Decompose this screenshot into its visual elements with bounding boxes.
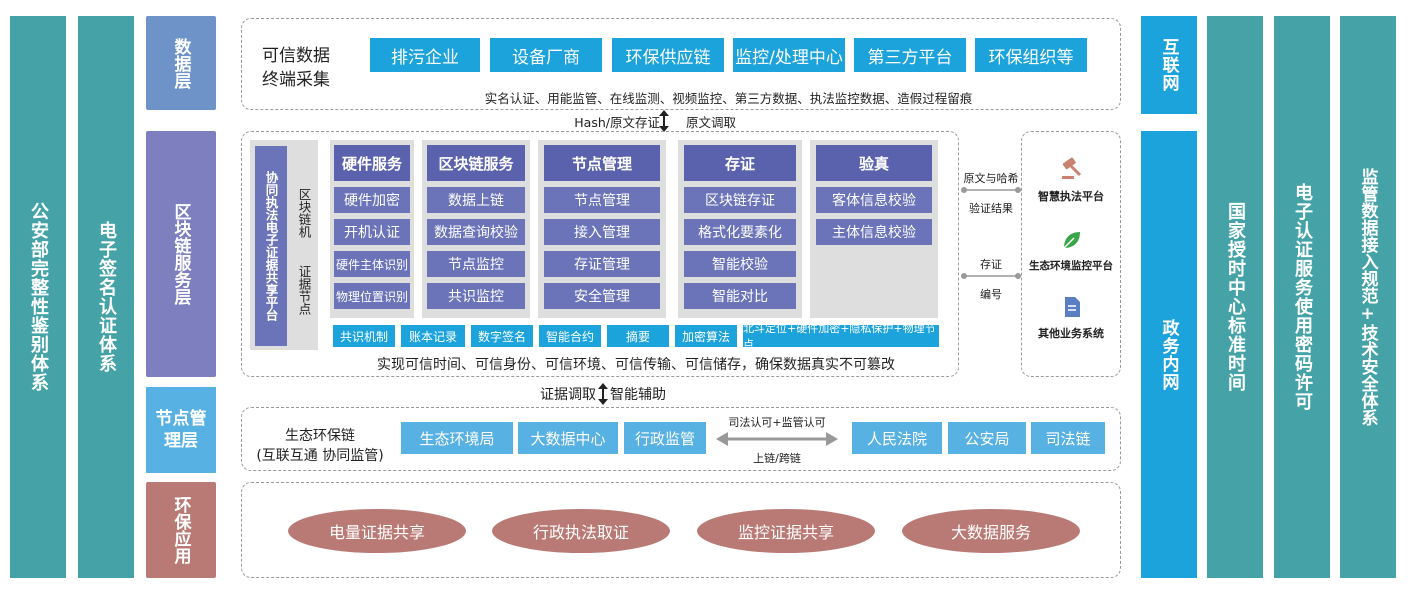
node-mgmt-item: 安全管理	[544, 283, 660, 309]
group-node-mgmt-head: 节点管理	[544, 145, 660, 181]
tech-tag: 账本记录	[401, 325, 465, 347]
link-line	[961, 273, 1021, 279]
group-verify-head: 验真	[816, 145, 932, 181]
node-layer-title: 生态环保链	[285, 428, 355, 444]
blockchain-item: 数据上链	[427, 187, 525, 213]
source-polluting-enterprise: 排污企业	[370, 38, 480, 72]
tech-tag: 加密算法	[675, 325, 737, 347]
hardware-item: 硬件加密	[334, 187, 410, 213]
node-police: 公安局	[948, 422, 1026, 454]
evidence-node-label: 证据节点	[296, 265, 312, 315]
right-column-crypto: 电子认证服务使用密码许可	[1274, 16, 1330, 578]
bidirectional-arrow-icon	[716, 432, 838, 446]
blockchain-item: 共识监控	[427, 283, 525, 309]
node-mgmt-item: 节点管理	[544, 187, 660, 213]
node-admin-supervision: 行政监管	[624, 422, 706, 454]
right-column-time: 国家授时中心标准时间	[1207, 16, 1263, 578]
node-layer-subtitle: (互联互通 协同监管)	[256, 448, 384, 464]
node-env-bureau: 生态环境局	[401, 422, 513, 454]
hardware-item: 硬件主体识别	[334, 251, 410, 277]
app-layer-panel	[241, 482, 1121, 578]
app-bigdata-service: 大数据服务	[902, 509, 1080, 553]
blockchain-footer: 实现可信时间、可信身份、可信环境、可信传输、可信储存，确保数据真实不可篡改	[377, 357, 895, 373]
double-arrow-icon	[659, 110, 669, 132]
arrow-top-left-label: Hash/原文存证	[574, 115, 660, 130]
layer-label-data: 数据层	[146, 16, 216, 110]
node-court: 人民法院	[852, 422, 942, 454]
evidence-sharing-platform: 协同执法电子证据共享平台	[255, 146, 287, 346]
platform-label: 生态环境监控平台	[1029, 260, 1113, 272]
deposit-item: 格式化要素化	[684, 219, 796, 245]
node-judicial-chain: 司法链	[1031, 422, 1105, 454]
app-power-evidence: 电量证据共享	[288, 509, 466, 553]
source-third-party: 第三方平台	[854, 38, 966, 72]
arrow-mid-left-label: 证据调取	[540, 387, 596, 403]
link-label-number: 编号	[980, 288, 1002, 301]
node-mgmt-item: 存证管理	[544, 251, 660, 277]
link-label-hash: 原文与哈希	[963, 172, 1019, 185]
link-label-result: 验证结果	[969, 202, 1013, 215]
node-layer-panel	[241, 407, 1121, 471]
layer-label-app: 环保应用	[146, 482, 216, 578]
tech-tag: 北斗定位+硬件加密+隐私保护+物理节点	[743, 322, 939, 351]
right-column-regulation: 监管数据接入规范+技术安全体系	[1340, 16, 1396, 578]
node-bigdata-center: 大数据中心	[518, 422, 618, 454]
blockchain-machine-label: 区块链机	[296, 188, 312, 238]
group-hardware-head: 硬件服务	[334, 145, 410, 181]
group-blockchain-head: 区块链服务	[427, 145, 525, 181]
blockchain-item: 数据查询校验	[427, 219, 525, 245]
arrow-mid-right-label: 智能辅助	[610, 387, 666, 403]
tech-tag: 摘要	[607, 325, 669, 347]
group-deposit-head: 存证	[684, 145, 796, 181]
platforms-panel	[1021, 131, 1121, 377]
source-monitoring-center: 监控/处理中心	[733, 38, 845, 72]
link-label-deposit: 存证	[980, 258, 1002, 271]
blockchain-item: 节点监控	[427, 251, 525, 277]
network-internet: 互联网	[1141, 16, 1197, 114]
hardware-item: 物理位置识别	[334, 283, 410, 309]
source-env-org: 环保组织等	[975, 38, 1087, 72]
data-layer-note: 实名认证、用能监管、在线监测、视频监控、第三方数据、执法监控数据、造假过程留痕	[484, 90, 973, 106]
link-line	[961, 187, 1021, 193]
data-layer-panel	[241, 18, 1121, 110]
layer-label-blockchain: 区块链服务层	[146, 131, 216, 377]
deposit-item: 智能校验	[684, 251, 796, 277]
verify-item: 客体信息校验	[816, 187, 932, 213]
hardware-item: 开机认证	[334, 219, 410, 245]
deposit-item: 区块链存证	[684, 187, 796, 213]
network-intranet: 政务内网	[1141, 131, 1197, 578]
node-arrow-top-label: 司法认可+监管认可	[728, 416, 826, 429]
gavel-icon	[1062, 157, 1082, 179]
leaf-icon	[1063, 232, 1080, 249]
arrow-top-right-label: 原文调取	[686, 115, 737, 130]
verify-item: 主体信息校验	[816, 219, 932, 245]
blockchain-layer-panel	[241, 131, 959, 377]
double-arrow-icon	[598, 383, 608, 405]
tech-tag: 数字签名	[471, 325, 533, 347]
source-device-vendor: 设备厂商	[490, 38, 602, 72]
left-column-integrity: 公安部完整性鉴别体系	[10, 16, 66, 578]
tech-tag: 共识机制	[333, 325, 395, 347]
app-enforcement-evidence: 行政执法取证	[492, 509, 670, 553]
data-layer-title: 可信数据终端采集	[262, 46, 330, 90]
left-column-esign: 电子签名认证体系	[78, 16, 134, 578]
platform-label: 智慧执法平台	[1038, 190, 1104, 203]
layer-label-node: 节点管理层	[146, 387, 216, 473]
source-supply-chain: 环保供应链	[612, 38, 724, 72]
node-mgmt-item: 接入管理	[544, 219, 660, 245]
tech-tag: 智能合约	[539, 325, 601, 347]
document-icon	[1065, 297, 1080, 317]
platform-label: 其他业务系统	[1038, 327, 1104, 340]
node-arrow-bottom-label: 上链/跨链	[753, 452, 801, 465]
app-monitoring-evidence: 监控证据共享	[697, 509, 875, 553]
deposit-item: 智能对比	[684, 283, 796, 309]
